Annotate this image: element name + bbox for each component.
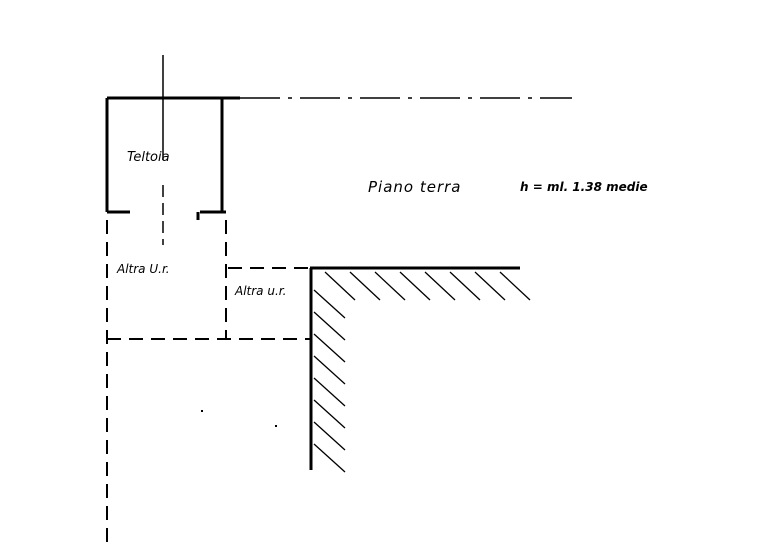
teltoia-label: Teltoia (127, 150, 170, 165)
hatch-line (374, 271, 406, 301)
hatch-line (349, 271, 381, 301)
hatch-line (313, 289, 346, 319)
height-note: h = ml. 1.38 medie (520, 180, 648, 194)
hatch-line (424, 271, 456, 301)
dots (201, 410, 277, 427)
teltoia-walls (105, 96, 240, 220)
hatch-line (313, 377, 346, 407)
hatch-line (499, 271, 531, 301)
hatch-line (399, 271, 431, 301)
hatch-line (324, 271, 356, 301)
altra-ur-left-label: Altra U.r. (117, 262, 170, 276)
hatch-line (313, 355, 346, 385)
hatch-line (313, 333, 346, 363)
hatch-line (449, 271, 481, 301)
neighbour-walls (309, 266, 520, 470)
altra-ur-right-label: Altra u.r. (235, 284, 287, 298)
hatch-line (313, 443, 346, 473)
hatch-line (474, 271, 506, 301)
plan-title: Piano terra (368, 178, 462, 196)
dashed-boundaries (106, 220, 310, 545)
hatch-line (313, 311, 346, 341)
hatch-line (313, 399, 346, 429)
hatching (313, 271, 531, 473)
hatch-line (313, 421, 346, 451)
axis-line (162, 55, 572, 245)
